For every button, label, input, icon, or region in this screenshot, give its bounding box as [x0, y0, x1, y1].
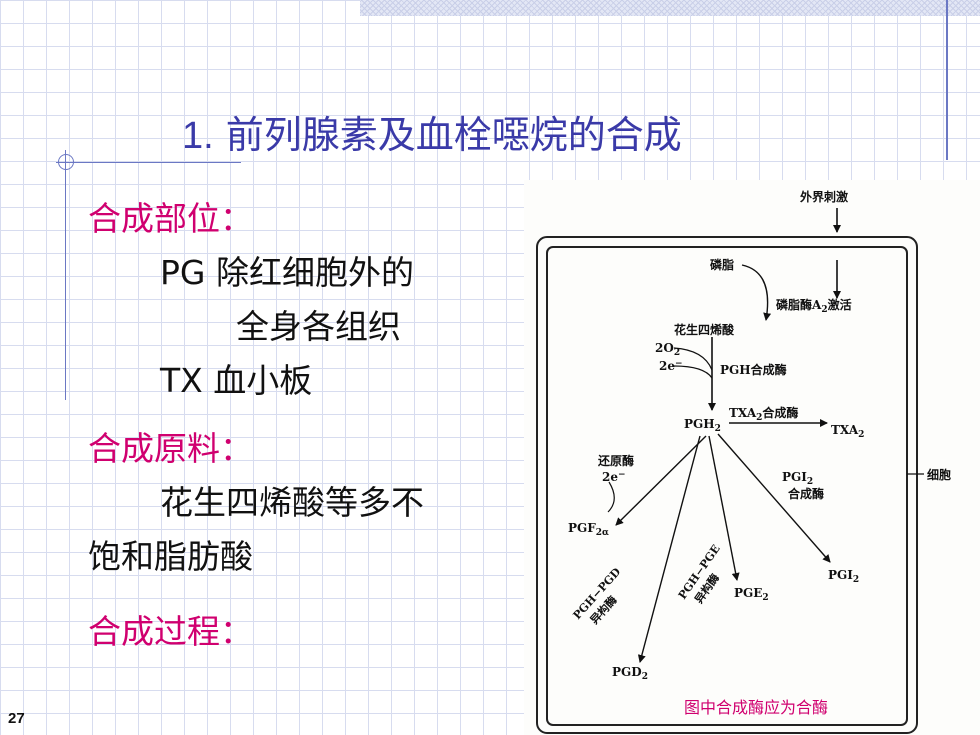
svg-text:TXA2: TXA2 — [831, 423, 864, 440]
slide-title: 1. 前列腺素及血栓噁烷的合成 — [182, 104, 682, 159]
label-pge2: PGE — [734, 586, 762, 600]
label-pla2-sub: 2 — [821, 305, 827, 315]
right-decor-line — [946, 0, 948, 160]
svg-text:2O2: 2O2 — [655, 341, 680, 358]
label-pgh-synthase: PGH合成酶 — [720, 362, 787, 377]
left-decor-line — [65, 150, 66, 400]
svg-text:PGE2: PGE2 — [734, 586, 769, 603]
top-decor-bar — [360, 0, 980, 16]
label-pge2-sub: 2 — [762, 593, 768, 603]
svg-text:花生四烯酸: 花生四烯酸 — [674, 322, 735, 337]
svg-text:图中合成酶应为合酶: 图中合成酶应为合酶 — [684, 698, 828, 717]
title-text: 前列腺素及血栓噁烷的合成 — [225, 113, 682, 157]
material-line1: 花生四烯酸等多不 — [160, 483, 424, 522]
material-heading: 合成原料： — [88, 429, 253, 468]
material-line2: 饱和脂肪酸 — [88, 537, 253, 576]
label-arachidonic-acid: 花生四烯酸 — [674, 322, 735, 337]
svg-text:PGH2: PGH2 — [684, 417, 721, 434]
label-reductase-2e-sup: − — [618, 470, 626, 480]
svg-text:磷脂酶A2激活: 磷脂酶A2激活 — [776, 297, 852, 315]
svg-text:TXA2合成酶: TXA2合成酶 — [729, 405, 798, 423]
cell-inner-membrane — [546, 246, 908, 726]
label-o2-sub: 2 — [674, 348, 680, 358]
label-pgf2a-sub: 2α — [596, 528, 609, 538]
svg-text:合成酶: 合成酶 — [788, 486, 824, 501]
label-pgf2a: PGF — [568, 521, 596, 535]
svg-text:PGF2α: PGF2α — [568, 521, 609, 538]
svg-text:细胞: 细胞 — [927, 467, 951, 482]
label-txa2-synthase: TXA — [729, 406, 757, 420]
svg-text:PGH合成酶: PGH合成酶 — [720, 362, 787, 377]
label-pgd2: PGD — [612, 665, 642, 679]
label-pgi2-synthase-2: 合成酶 — [788, 486, 824, 501]
label-stimulus: 外界刺激 — [800, 189, 848, 204]
label-phospholipid: 磷脂 — [710, 257, 734, 272]
svg-text:外界刺激: 外界刺激 — [800, 189, 848, 204]
label-2e: 2e — [659, 359, 675, 373]
label-cell: 细胞 — [927, 467, 951, 482]
process-heading: 合成过程： — [88, 612, 253, 651]
label-o2: 2O — [655, 341, 674, 355]
label-pgh2: PGH — [684, 417, 715, 431]
label-pgi2-sub: 2 — [853, 575, 859, 585]
label-txa2-synthase-suffix: 合成酶 — [762, 405, 798, 420]
svg-text:2e−: 2e− — [602, 470, 626, 484]
svg-text:PGI2: PGI2 — [782, 470, 813, 487]
label-reductase-2e: 2e — [602, 470, 618, 484]
svg-text:2e−: 2e− — [659, 359, 683, 373]
title-number: 1. — [182, 115, 214, 157]
label-reductase: 还原酶 — [597, 453, 634, 468]
svg-text:磷脂: 磷脂 — [710, 257, 734, 272]
label-txa2-synthase-sub: 2 — [756, 413, 762, 423]
label-txa2: TXA — [831, 423, 859, 437]
decor-circle — [58, 154, 74, 170]
label-pgi2-synthase-sub: 2 — [807, 477, 813, 487]
svg-text:PGD2: PGD2 — [612, 665, 648, 682]
site-heading: 合成部位： — [88, 199, 253, 238]
site-pg-cont: 全身各组织 — [236, 307, 401, 346]
site-pg: PG 除红细胞外的 — [160, 253, 414, 292]
label-pgi2: PGI — [828, 568, 853, 582]
label-txa2-sub: 2 — [858, 430, 864, 440]
label-2e-sup: − — [675, 359, 683, 369]
svg-text:PGI2: PGI2 — [828, 568, 859, 585]
cell-outer-membrane — [536, 236, 918, 734]
page-number: 27 — [8, 710, 25, 727]
svg-text:还原酶: 还原酶 — [597, 453, 634, 468]
diagram-note: 图中合成酶应为合酶 — [684, 698, 828, 717]
label-pgi2-synthase: PGI — [782, 470, 807, 484]
label-pgd2-sub: 2 — [642, 672, 648, 682]
title-underline — [56, 162, 241, 163]
label-pgh2-sub: 2 — [715, 424, 721, 434]
label-pla2: 磷脂酶A — [776, 297, 822, 312]
site-tx: TX 血小板 — [160, 361, 313, 400]
label-pla2-activated: 激活 — [828, 297, 852, 312]
synthesis-pathway-diagram: 外界刺激 磷脂 磷脂酶A2激活 花生四烯酸 2O2 2e− PGH合成酶 PGH… — [524, 180, 980, 735]
